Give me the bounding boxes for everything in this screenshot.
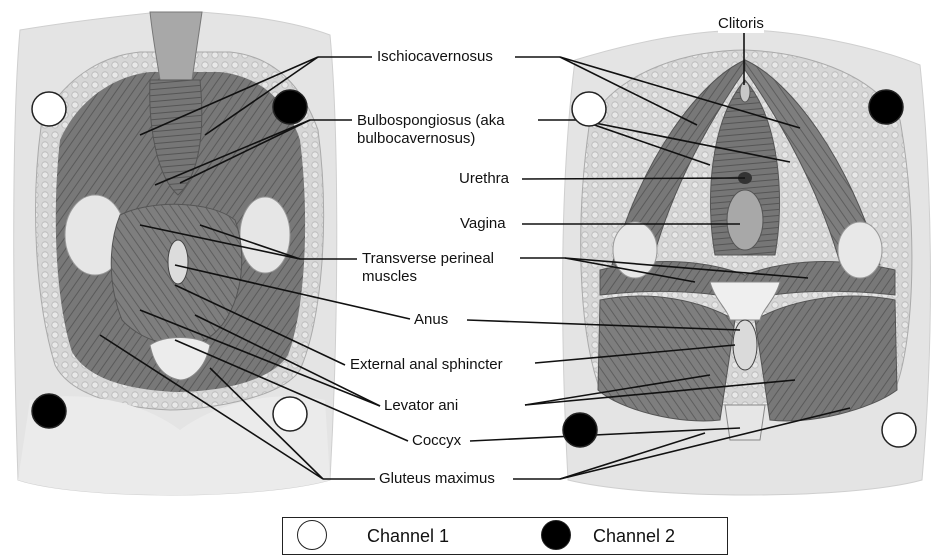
female-vagina xyxy=(727,190,763,250)
male-electrode-channel2 xyxy=(32,394,66,428)
label-external-anal-sphincter: External anal sphincter xyxy=(350,355,503,374)
label-bulbospongiosus-1: Bulbospongiosus (aka xyxy=(357,111,505,130)
label-levator-ani: Levator ani xyxy=(384,396,458,415)
label-coccyx: Coccyx xyxy=(412,431,461,450)
legend: Channel 1 Channel 2 xyxy=(282,517,728,555)
legend-channel2-label: Channel 2 xyxy=(593,526,675,547)
male-electrode-channel2 xyxy=(273,90,307,124)
label-bulbospongiosus-2: bulbocavernosus) xyxy=(357,129,475,148)
female-clitoris xyxy=(740,82,750,102)
legend-channel1-label: Channel 1 xyxy=(367,526,449,547)
label-gluteus-maximus: Gluteus maximus xyxy=(379,469,495,488)
label-vagina: Vagina xyxy=(460,214,506,233)
legend-channel1-marker xyxy=(297,520,327,550)
male-gluteus-right xyxy=(240,197,290,273)
female-electrode-channel1 xyxy=(572,92,606,126)
label-clitoris: Clitoris xyxy=(718,14,764,33)
label-transverse-2: muscles xyxy=(362,267,417,286)
female-anus xyxy=(733,320,757,370)
male-electrode-channel1 xyxy=(273,397,307,431)
female-electrode-channel2 xyxy=(869,90,903,124)
male-anus xyxy=(168,240,188,284)
female-levator-left xyxy=(598,296,735,421)
legend-channel2-marker xyxy=(541,520,571,550)
female-levator-right xyxy=(755,296,897,421)
label-ischiocavernosus: Ischiocavernosus xyxy=(377,47,493,66)
female-electrode-channel1 xyxy=(882,413,916,447)
female-gluteus-right xyxy=(838,222,882,278)
label-transverse-1: Transverse perineal xyxy=(362,249,494,268)
label-urethra: Urethra xyxy=(459,169,509,188)
male-electrode-channel1 xyxy=(32,92,66,126)
female-coccyx xyxy=(725,405,765,440)
female-electrode-channel2 xyxy=(563,413,597,447)
female-gluteus-left xyxy=(613,222,657,278)
label-anus: Anus xyxy=(414,310,448,329)
